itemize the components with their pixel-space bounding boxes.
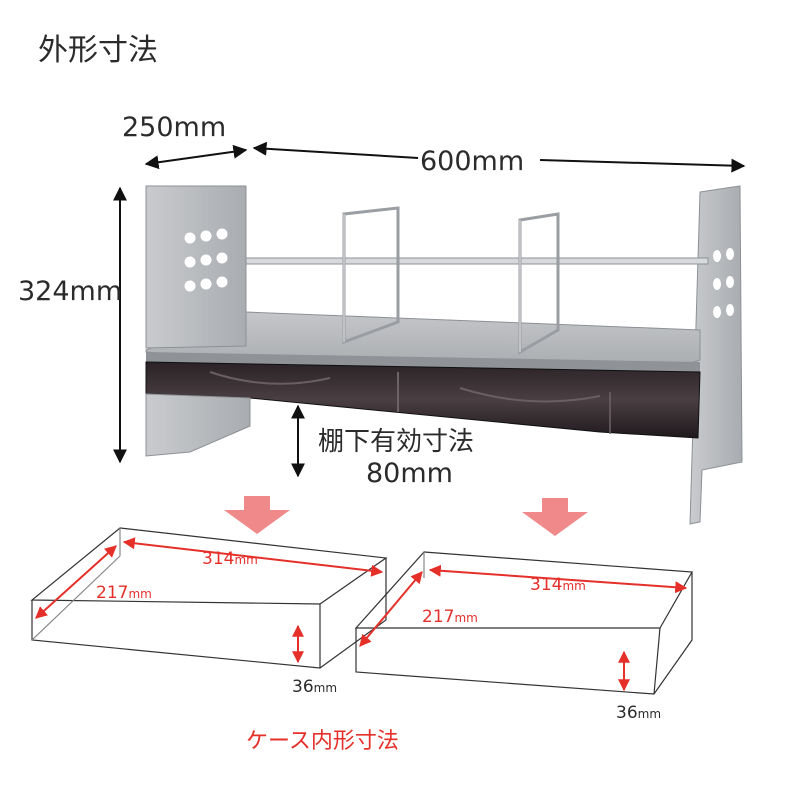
case-box-2 <box>354 551 693 695</box>
wire-divider-left <box>342 206 400 345</box>
case1-width-arrow <box>122 537 384 577</box>
case1-height-label: 36mm <box>292 677 337 697</box>
case2-width-label: 314mm <box>530 575 586 595</box>
left-side-panel <box>145 185 247 349</box>
case2-depth-arrow <box>359 571 423 647</box>
under-shelf-caption: 棚下有効寸法 <box>318 427 474 457</box>
case2-depth-label: 217mm <box>422 607 478 627</box>
down-arrow-right <box>522 498 588 536</box>
depth-dimension-arrow <box>144 144 248 170</box>
case2-height-label: 36mm <box>616 703 661 723</box>
case2-width-arrow <box>428 564 688 594</box>
case-inner-caption: ケース内形寸法 <box>246 729 399 754</box>
case1-depth-label: 217mm <box>96 583 152 603</box>
case1-width-label: 314mm <box>202 549 258 569</box>
page-title: 外形寸法 <box>38 33 158 68</box>
wire-divider-right <box>518 212 560 355</box>
width-dimension-arrow-right <box>539 158 746 173</box>
under-shelf-value: 80mm <box>366 458 453 489</box>
depth-label: 250mm <box>122 112 226 143</box>
shelf-illustration <box>145 185 743 525</box>
width-label: 600mm <box>420 146 524 177</box>
right-panel-holes <box>713 248 734 318</box>
left-panel-holes <box>184 228 228 292</box>
down-arrow-left <box>224 496 290 534</box>
width-dimension-arrow-left <box>252 141 419 159</box>
case1-depth-arrow <box>35 545 117 619</box>
right-side-panel <box>690 186 742 524</box>
height-label: 324mm <box>18 276 122 307</box>
support-rod <box>245 257 709 265</box>
